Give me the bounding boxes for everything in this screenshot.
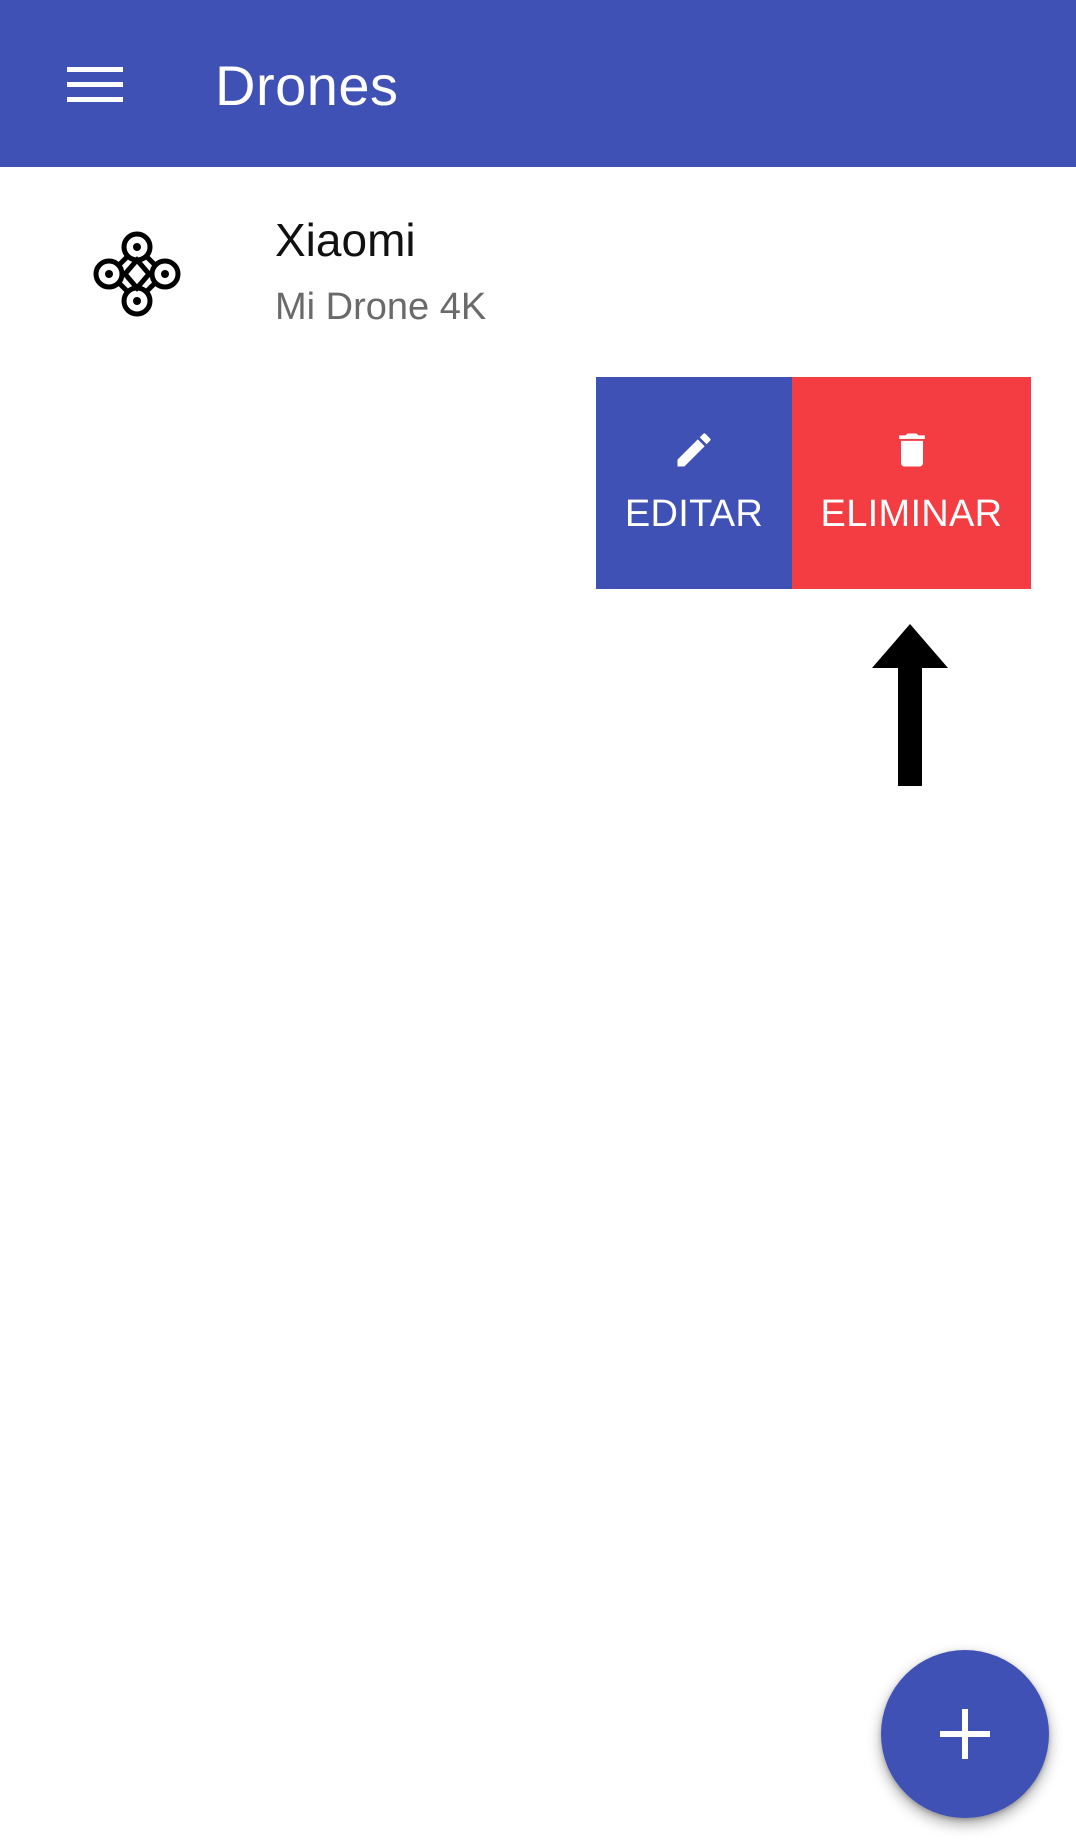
edit-button-label: EDITAR [624,493,764,535]
app-toolbar: Drones [0,0,1076,167]
item-options: EDITAR ELIMINAR [596,377,1031,589]
delete-button-label: ELIMINAR [820,493,1003,535]
menu-button[interactable] [50,48,140,122]
up-arrow-icon [872,624,948,786]
pencil-icon [677,433,711,467]
drone-icon [93,231,181,317]
hamburger-menu-icon [67,67,123,102]
trash-icon [898,433,925,467]
add-drone-button[interactable] [881,1650,1049,1818]
page-title: Drones [215,54,399,117]
plus-icon [940,1709,990,1759]
delete-button[interactable]: ELIMINAR [792,377,1031,589]
item-title: Xiaomi [275,214,416,266]
edit-button[interactable]: EDITAR [596,377,792,589]
list-item[interactable]: Xiaomi Mi Drone 4K [0,168,1076,358]
item-subtitle: Mi Drone 4K [275,286,487,328]
